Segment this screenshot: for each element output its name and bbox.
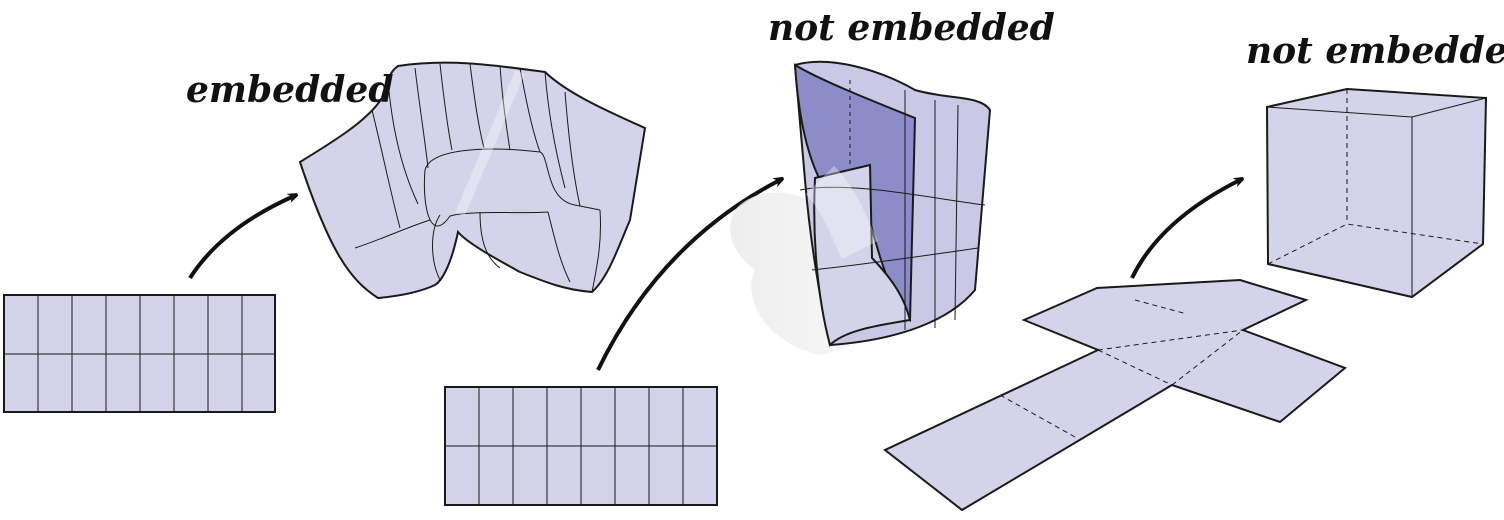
self-intersecting-surface bbox=[730, 60, 992, 355]
flat-grid-middle bbox=[444, 386, 718, 506]
panel-embedded: embedded bbox=[3, 61, 647, 413]
panel-not-embedded-cylinder: not embedded bbox=[444, 7, 1055, 506]
arrow-2 bbox=[596, 180, 780, 371]
cube-net bbox=[883, 278, 1347, 512]
label-not-embedded-cube: not embedded bbox=[1246, 30, 1504, 72]
label-embedded: embedded bbox=[186, 69, 394, 111]
arrow-3 bbox=[1130, 180, 1240, 279]
cube bbox=[1265, 87, 1488, 299]
label-not-embedded-cylinder: not embedded bbox=[768, 7, 1055, 49]
panel-not-embedded-cube: not embedded bbox=[883, 30, 1504, 512]
arrow-1 bbox=[188, 196, 294, 280]
embedded-surface bbox=[298, 61, 647, 300]
flat-grid-left bbox=[3, 294, 276, 413]
